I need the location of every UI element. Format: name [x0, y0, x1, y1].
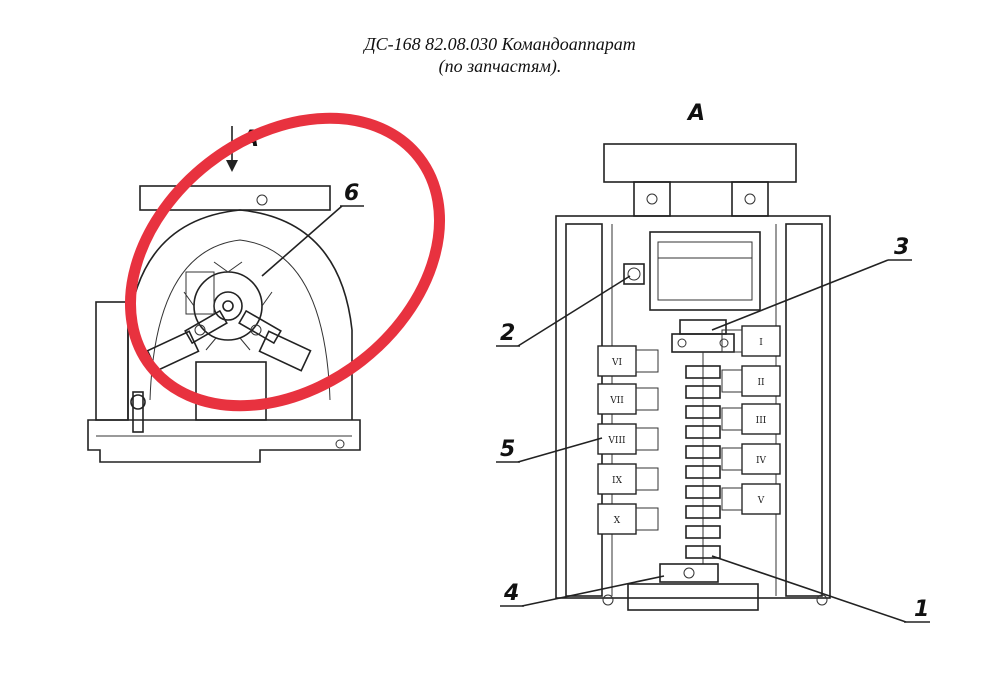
bracket-right [731, 181, 769, 217]
pin-right [250, 324, 262, 336]
cam [685, 425, 721, 439]
label-5: 5 [500, 437, 515, 462]
bottom-bearing [659, 563, 719, 583]
coupling-bolt-l [677, 338, 687, 348]
switch-vii [597, 383, 637, 415]
view-title: A [686, 101, 705, 126]
switches-right: I II III IV V [721, 325, 781, 515]
label-5-leader [517, 437, 603, 463]
switch-v-arm [721, 487, 743, 511]
cam-stack [685, 365, 721, 559]
switch-ii [741, 365, 781, 397]
drawing-title-line-1: ДС-168 82.08.030 Командоаппарат [364, 34, 636, 54]
label-6-leader [261, 205, 343, 277]
clip [623, 263, 645, 285]
view-arrow-head [226, 160, 238, 172]
switch-viii-arm [635, 427, 659, 451]
switch-i [741, 325, 781, 357]
side-view: A 6 [87, 126, 364, 463]
housing-arch [127, 209, 353, 420]
front-top-plate [603, 143, 797, 183]
switch-vi [597, 345, 637, 377]
label-3: 3 [894, 235, 909, 260]
cam [685, 545, 721, 559]
switch-iv-arm [721, 447, 743, 471]
cam-shaft [222, 300, 234, 312]
switch-i-arm [721, 329, 743, 353]
label-2: 2 [500, 321, 515, 346]
label-4-leader [521, 575, 665, 607]
label-3-leader [711, 259, 889, 331]
switch-iv-label: IV [756, 456, 767, 466]
switch-ix-arm [635, 467, 659, 491]
cam-hub [213, 291, 243, 321]
label-2-leader [517, 275, 631, 347]
switch-iii-label: III [756, 416, 767, 426]
frame [555, 215, 831, 599]
switch-viii-label: VIII [607, 436, 626, 446]
front-view: A [496, 101, 930, 623]
switch-x [597, 503, 637, 535]
cam [685, 445, 721, 459]
cam [685, 465, 721, 479]
plate-mark [256, 194, 268, 206]
switch-arm-left [184, 309, 228, 345]
bracket-right-hole [744, 193, 756, 205]
switch-x-label: X [614, 516, 621, 526]
pin-left [194, 324, 206, 336]
switch-i-label: I [759, 338, 763, 348]
foot-left [602, 594, 614, 606]
cam [685, 505, 721, 519]
label-1-leader [711, 555, 907, 623]
foot-right [816, 594, 828, 606]
motor-core [657, 241, 753, 301]
side-block [95, 301, 129, 421]
switch-iii-arm [721, 407, 743, 431]
switch-vi-label: VI [611, 358, 622, 368]
switch-vi-arm [635, 349, 659, 373]
coupling-bolt-r [719, 338, 729, 348]
cam [685, 485, 721, 499]
motor-housing [649, 231, 761, 311]
cam-lobes [183, 261, 273, 351]
clip-hole [627, 267, 641, 281]
switches-left: VI VII VIII IX X [597, 345, 659, 535]
center-block [195, 361, 267, 421]
switch-iv [741, 443, 781, 475]
bearing-center [683, 567, 695, 579]
label-6: 6 [344, 181, 359, 206]
switch-iii [741, 403, 781, 435]
base [87, 419, 361, 463]
switch-vii-label: VII [609, 396, 624, 406]
side-rail-right [785, 223, 823, 597]
switch-ii-label: II [757, 378, 765, 388]
cam [685, 365, 721, 379]
switch-v-label: V [757, 496, 765, 506]
base-bolt [335, 439, 345, 449]
switch-block-right [258, 330, 312, 372]
switch-ii-arm [721, 369, 743, 393]
bottom-plate [627, 583, 759, 611]
highlight-ellipse [125, 112, 445, 412]
coupling [671, 333, 735, 353]
switch-ix-label: IX [612, 476, 623, 486]
bracket-left-hole [646, 193, 658, 205]
upper-bracket [185, 271, 215, 315]
side-bolt-head [130, 394, 146, 410]
label-4: 4 [503, 581, 519, 606]
cam [685, 405, 721, 419]
switch-x-arm [635, 507, 659, 531]
drawing-title-line-2: (по запчастям). [438, 56, 562, 76]
switch-vii-arm [635, 387, 659, 411]
housing-inner [149, 239, 331, 401]
side-rail-left [565, 223, 603, 597]
side-bolt [132, 391, 144, 433]
switch-v [741, 483, 781, 515]
label-1: 1 [914, 597, 929, 622]
bracket-left [633, 181, 671, 217]
cam [685, 385, 721, 399]
cam [685, 525, 721, 539]
switch-arm-right [238, 309, 282, 345]
